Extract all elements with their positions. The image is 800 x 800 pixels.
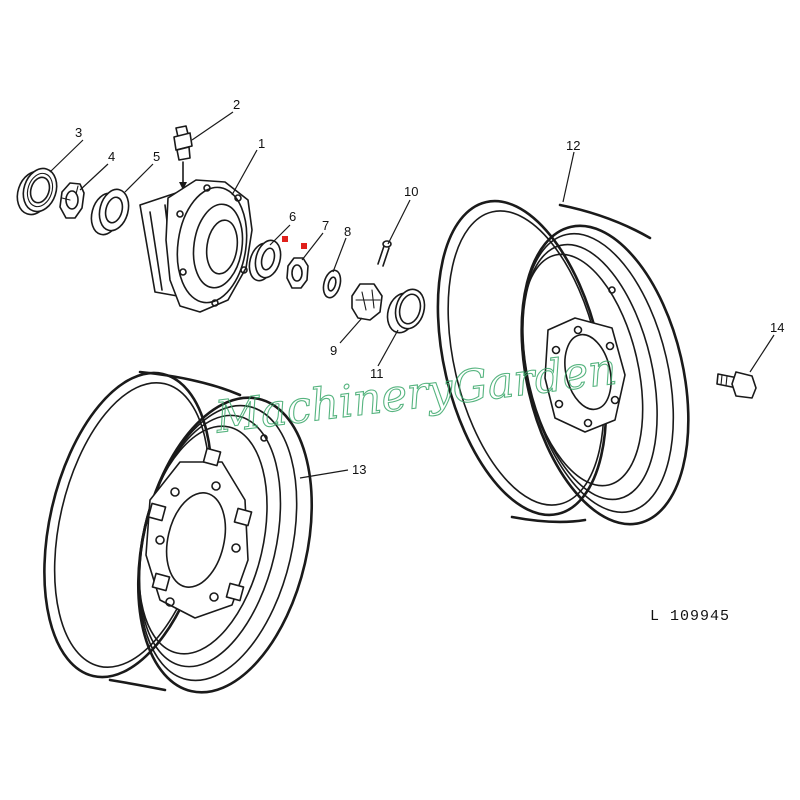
callout-11: 11 bbox=[370, 366, 384, 381]
part-8-washer bbox=[322, 269, 342, 299]
callout-1: 1 bbox=[258, 136, 265, 151]
callout-13: 13 bbox=[352, 462, 366, 477]
callout-12: 12 bbox=[566, 138, 580, 153]
callout-3: 3 bbox=[75, 125, 82, 140]
part-6-bearing bbox=[248, 239, 282, 282]
callout-6: 6 bbox=[289, 209, 296, 224]
part-10-cotter-pin bbox=[377, 240, 392, 267]
marker-dot bbox=[282, 236, 288, 242]
callout-9: 9 bbox=[330, 343, 337, 358]
part-12-wheel-rim bbox=[436, 199, 690, 526]
callout-14: 14 bbox=[770, 320, 784, 335]
callout-7: 7 bbox=[322, 218, 329, 233]
part-14-bolt bbox=[716, 371, 757, 399]
part-9-castle-nut bbox=[351, 283, 383, 321]
callout-5: 5 bbox=[153, 149, 160, 164]
callout-10: 10 bbox=[404, 184, 418, 199]
part-3-seal bbox=[16, 167, 58, 216]
part-11-dust-cap bbox=[386, 288, 426, 334]
callout-8: 8 bbox=[344, 224, 351, 239]
watermark-text: MachineryGarden bbox=[212, 344, 620, 444]
callout-4: 4 bbox=[108, 149, 115, 164]
part-2-grease-fitting bbox=[173, 125, 193, 190]
part-5-bearing bbox=[90, 188, 130, 236]
leader-lines bbox=[49, 111, 775, 479]
part-13-wheel-rim bbox=[43, 370, 314, 694]
part-1-hub bbox=[139, 179, 253, 313]
marker-dot bbox=[301, 243, 307, 249]
reference-code: L 109945 bbox=[650, 608, 730, 625]
callout-2: 2 bbox=[233, 97, 240, 112]
part-7-nut bbox=[286, 257, 309, 289]
part-4-nut bbox=[59, 182, 85, 219]
